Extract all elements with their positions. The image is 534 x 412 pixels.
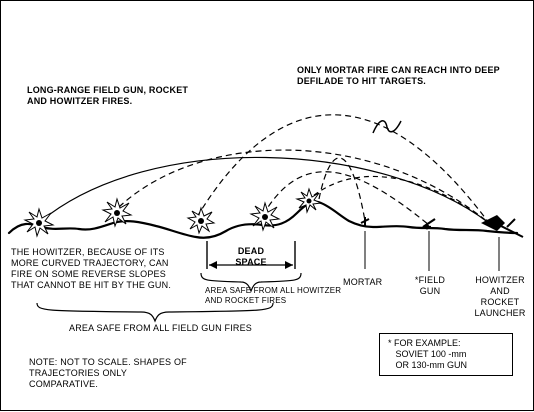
explosion-burst-1 [23, 207, 55, 238]
mortar-label: MORTAR [343, 277, 383, 287]
not-to-scale-note: NOTE: NOT TO SCALE. SHAPES OF TRAJECTORI… [29, 357, 187, 389]
explosion-burst-3 [186, 206, 216, 235]
howitzer-trajectory-dashed [118, 149, 490, 224]
short-trajectory-dashed [306, 175, 490, 224]
area-safe-field-gun-label: AREA SAFE FROM ALL FIELD GUN FIRES [69, 323, 253, 333]
area-safe-howitzer-label: AREA SAFE FROM ALL HOWITZER AND ROCKET F… [205, 286, 342, 305]
field-gun-icon [422, 218, 436, 230]
explosion-burst-4 [249, 201, 281, 232]
example-box: * FOR EXAMPLE: SOVIET 100 -mm OR 130-mm … [379, 333, 513, 376]
howitzer-reverse-slopes-note: THE HOWITZER, BECAUSE OF ITS MORE CURVED… [11, 247, 172, 290]
explosion-burst-2 [101, 197, 133, 228]
mortar-reach-label: ONLY MORTAR FIRE CAN REACH INTO DEEP DEF… [297, 65, 500, 86]
howitzer-rocket-launcher-icon [481, 215, 524, 238]
dead-space-bracket [206, 241, 296, 269]
howitzer-safe-brace [200, 272, 302, 293]
dead-space-label: DEAD SPACE [235, 246, 267, 267]
break-mark [372, 120, 402, 134]
explosion-burst-5 [295, 187, 323, 214]
mortar-icon [360, 217, 370, 227]
long-range-fires-label: LONG-RANGE FIELD GUN, ROCKET AND HOWITZE… [27, 85, 189, 106]
howitzer-launcher-label: HOWITZER AND ROCKET LAUNCHER [474, 275, 526, 318]
field-gun-trajectory-dashed [262, 171, 430, 226]
field-gun-label: *FIELD GUN [414, 275, 446, 296]
mortar-trajectory-dashed [196, 114, 490, 224]
field-gun-safe-brace [36, 302, 274, 323]
long-range-trajectory-solid [40, 156, 490, 224]
mortar-high-trajectory-dashed [318, 157, 366, 222]
